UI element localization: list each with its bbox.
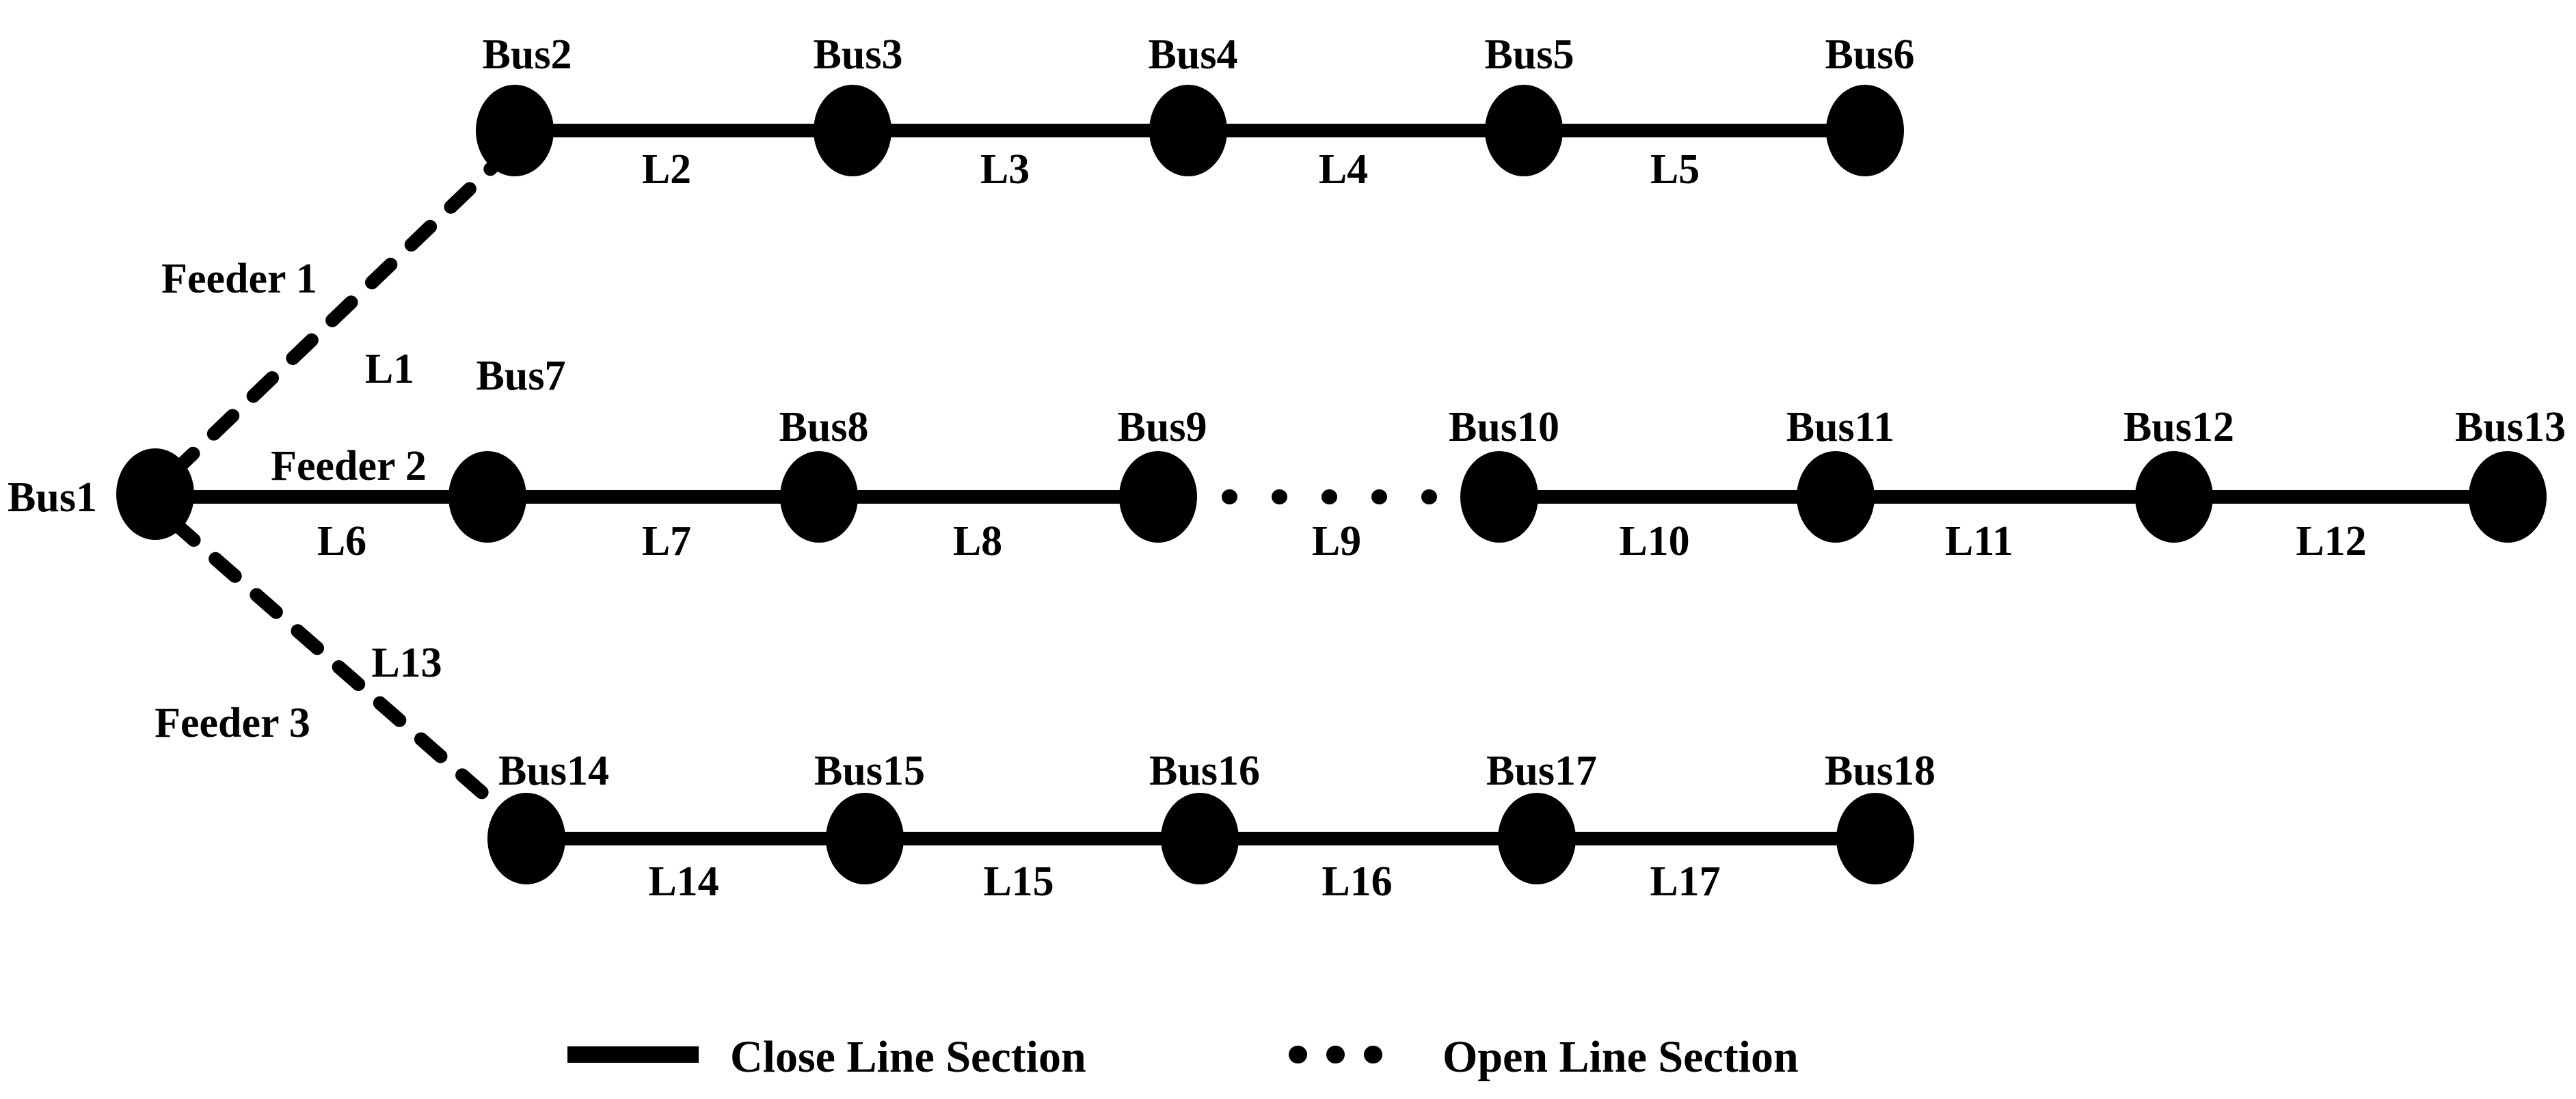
bus-label-bus10: Bus10 — [1449, 404, 1559, 450]
line-label-L9: L9 — [1312, 518, 1361, 565]
bus-label-bus7: Bus7 — [477, 353, 566, 399]
legend-label-close-line: Close Line Section — [730, 1032, 1086, 1082]
bus-node-bus10[interactable] — [1460, 451, 1538, 543]
bus-label-bus13: Bus13 — [2455, 404, 2566, 450]
bus-label-bus11: Bus11 — [1786, 404, 1895, 450]
line-label-L12: L12 — [2296, 518, 2366, 565]
bus-label-bus4: Bus4 — [1149, 31, 1238, 78]
bus-node-bus5[interactable] — [1485, 85, 1563, 176]
line-label-L4: L4 — [1319, 146, 1368, 193]
line-section-L1[interactable] — [167, 157, 502, 478]
bus-node-bus2[interactable] — [476, 85, 554, 176]
bus-nodes — [116, 85, 2547, 884]
line-label-L2: L2 — [642, 146, 691, 193]
line-label-L15: L15 — [983, 858, 1054, 905]
line-labels: L1 L2 L3 L4 L5 L6 L7 L8 L9 L10 L11 L12 L… — [317, 146, 2367, 905]
line-label-L7: L7 — [642, 518, 691, 565]
bus-node-bus11[interactable] — [1797, 451, 1875, 543]
line-label-L16: L16 — [1321, 858, 1392, 905]
bus-label-bus12: Bus12 — [2123, 404, 2234, 450]
line-label-L1: L1 — [365, 346, 414, 392]
bus-node-bus17[interactable] — [1498, 793, 1576, 884]
bus-node-bus7[interactable] — [448, 451, 526, 543]
bus-node-bus6[interactable] — [1826, 85, 1904, 176]
bus-node-bus12[interactable] — [2135, 451, 2213, 543]
bus-node-bus13[interactable] — [2469, 451, 2547, 543]
line-label-L5: L5 — [1650, 146, 1700, 193]
bus-label-bus2: Bus2 — [483, 31, 572, 78]
legend-label-open-line: Open Line Section — [1443, 1032, 1799, 1082]
bus-label-bus15: Bus15 — [814, 748, 925, 794]
feeder-label-feeder3: Feeder 3 — [155, 700, 310, 746]
bus-node-bus14[interactable] — [487, 793, 565, 884]
line-label-L10: L10 — [1619, 518, 1689, 565]
line-label-L8: L8 — [953, 518, 1002, 565]
line-label-L11: L11 — [1945, 518, 2013, 565]
line-label-L17: L17 — [1650, 858, 1720, 905]
bus-label-bus16: Bus16 — [1149, 748, 1260, 794]
line-sections — [155, 124, 2508, 845]
bus-node-bus15[interactable] — [826, 793, 904, 884]
bus-node-bus1[interactable] — [116, 448, 194, 540]
line-label-L6: L6 — [317, 518, 366, 565]
line-label-L14: L14 — [648, 858, 719, 905]
bus-label-bus9: Bus9 — [1118, 404, 1207, 450]
bus-label-bus6: Bus6 — [1825, 31, 1915, 78]
line-label-L3: L3 — [980, 146, 1030, 193]
bus-label-bus5: Bus5 — [1485, 31, 1574, 78]
line-label-L13: L13 — [371, 640, 442, 686]
bus-label-bus1: Bus1 — [8, 474, 97, 521]
bus-label-bus8: Bus8 — [779, 404, 869, 450]
bus-node-bus18[interactable] — [1836, 793, 1914, 884]
bus-label-bus14: Bus14 — [498, 748, 609, 794]
bus-label-bus17: Bus17 — [1486, 748, 1597, 794]
bus-label-bus18: Bus18 — [1825, 748, 1935, 794]
legend: Close Line Section Open Line Section — [567, 1032, 1799, 1082]
feeder-labels: Feeder 1 Feeder 2 Feeder 3 — [155, 256, 427, 746]
bus-label-bus3: Bus3 — [814, 31, 903, 78]
line-section-L13[interactable] — [167, 516, 514, 822]
bus-node-bus16[interactable] — [1161, 793, 1239, 884]
feeder-label-feeder1: Feeder 1 — [161, 256, 317, 302]
feeder-label-feeder2: Feeder 2 — [271, 443, 427, 489]
bus-node-bus9[interactable] — [1119, 451, 1197, 543]
bus-node-bus4[interactable] — [1149, 85, 1227, 176]
bus-node-bus8[interactable] — [780, 451, 858, 543]
bus-labels: Bus1 Bus2 Bus3 Bus4 Bus5 Bus6 Bus7 Bus8 … — [8, 31, 2566, 794]
bus-node-bus3[interactable] — [814, 85, 891, 176]
